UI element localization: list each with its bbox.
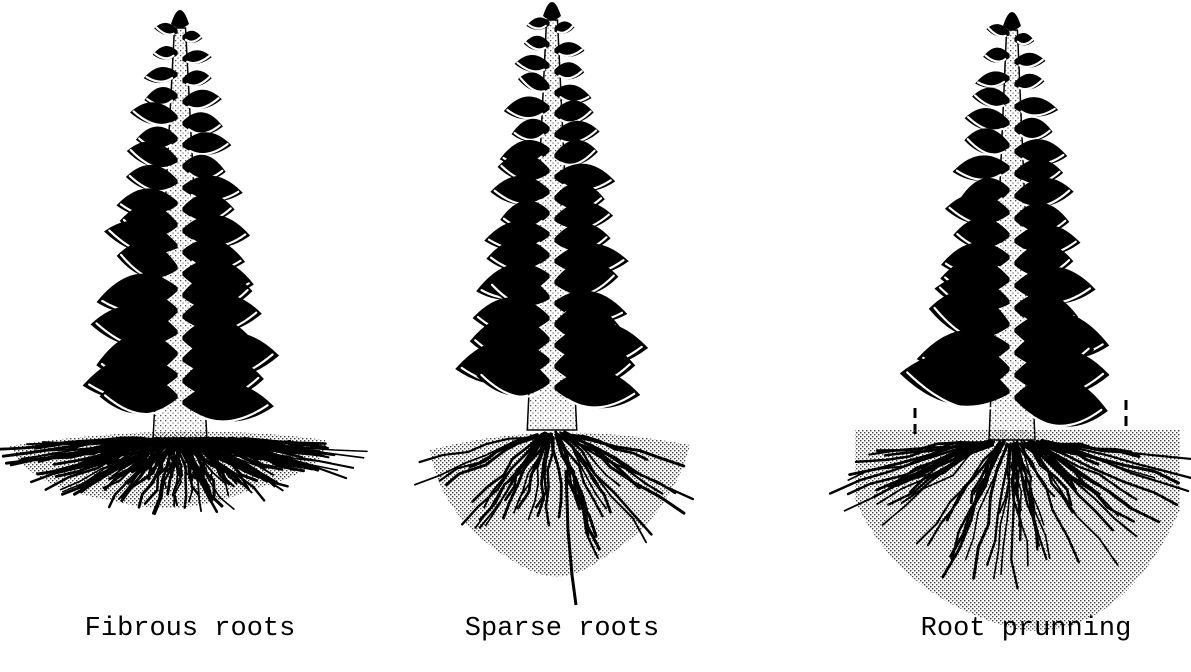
- sparse-roots-plant: [415, 2, 693, 605]
- caption-fibrous-roots: Fibrous roots: [40, 614, 340, 644]
- caption-root-prunning: Root prunning: [876, 614, 1176, 644]
- root-prunning-plant: [830, 12, 1191, 631]
- fibrous-roots-plant: [0, 10, 367, 514]
- caption-sparse-roots: Sparse roots: [412, 614, 712, 644]
